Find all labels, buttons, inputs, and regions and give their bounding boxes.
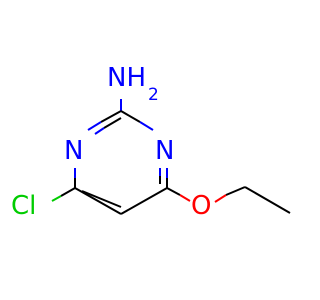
bond-o-ch2-oxygen-half: [214, 194, 227, 203]
ring-n-right-label: N: [155, 136, 174, 166]
bond-c4-o-carbon-half: [166, 187, 181, 196]
molecule-structure: NH 2 N N Cl O: [11, 63, 291, 221]
chlorine-label: Cl: [11, 191, 36, 221]
oxygen-label: O: [191, 191, 211, 221]
bond-c6-cl-carbon-half: [60, 187, 76, 197]
bond-c4-c5: [120, 187, 168, 215]
bond-c6-cl-chlorine-half: [51, 195, 62, 202]
bond-o-ch2-carbon-half: [225, 186, 246, 196]
amine-subscript-label: 2: [148, 85, 159, 105]
bond-c2-n1-double-nitrogen-half: [94, 127, 105, 135]
ring-n-left-label: N: [64, 136, 83, 166]
bond-c2-n3-nitrogen-half: [139, 121, 154, 131]
bond-c2-n1-nitrogen-half: [87, 121, 102, 131]
bond-c6-c5-double: [81, 190, 122, 208]
amine-nh-label: NH: [107, 63, 146, 93]
bond-ch2-ch3: [244, 186, 291, 214]
bond-c2-n1-double-carbon-half: [103, 117, 122, 129]
bond-c2-n3-carbon-half: [120, 110, 141, 123]
bond-c4-o-oxygen-half: [179, 194, 191, 202]
bond-c2-n1-carbon-half: [100, 110, 122, 123]
